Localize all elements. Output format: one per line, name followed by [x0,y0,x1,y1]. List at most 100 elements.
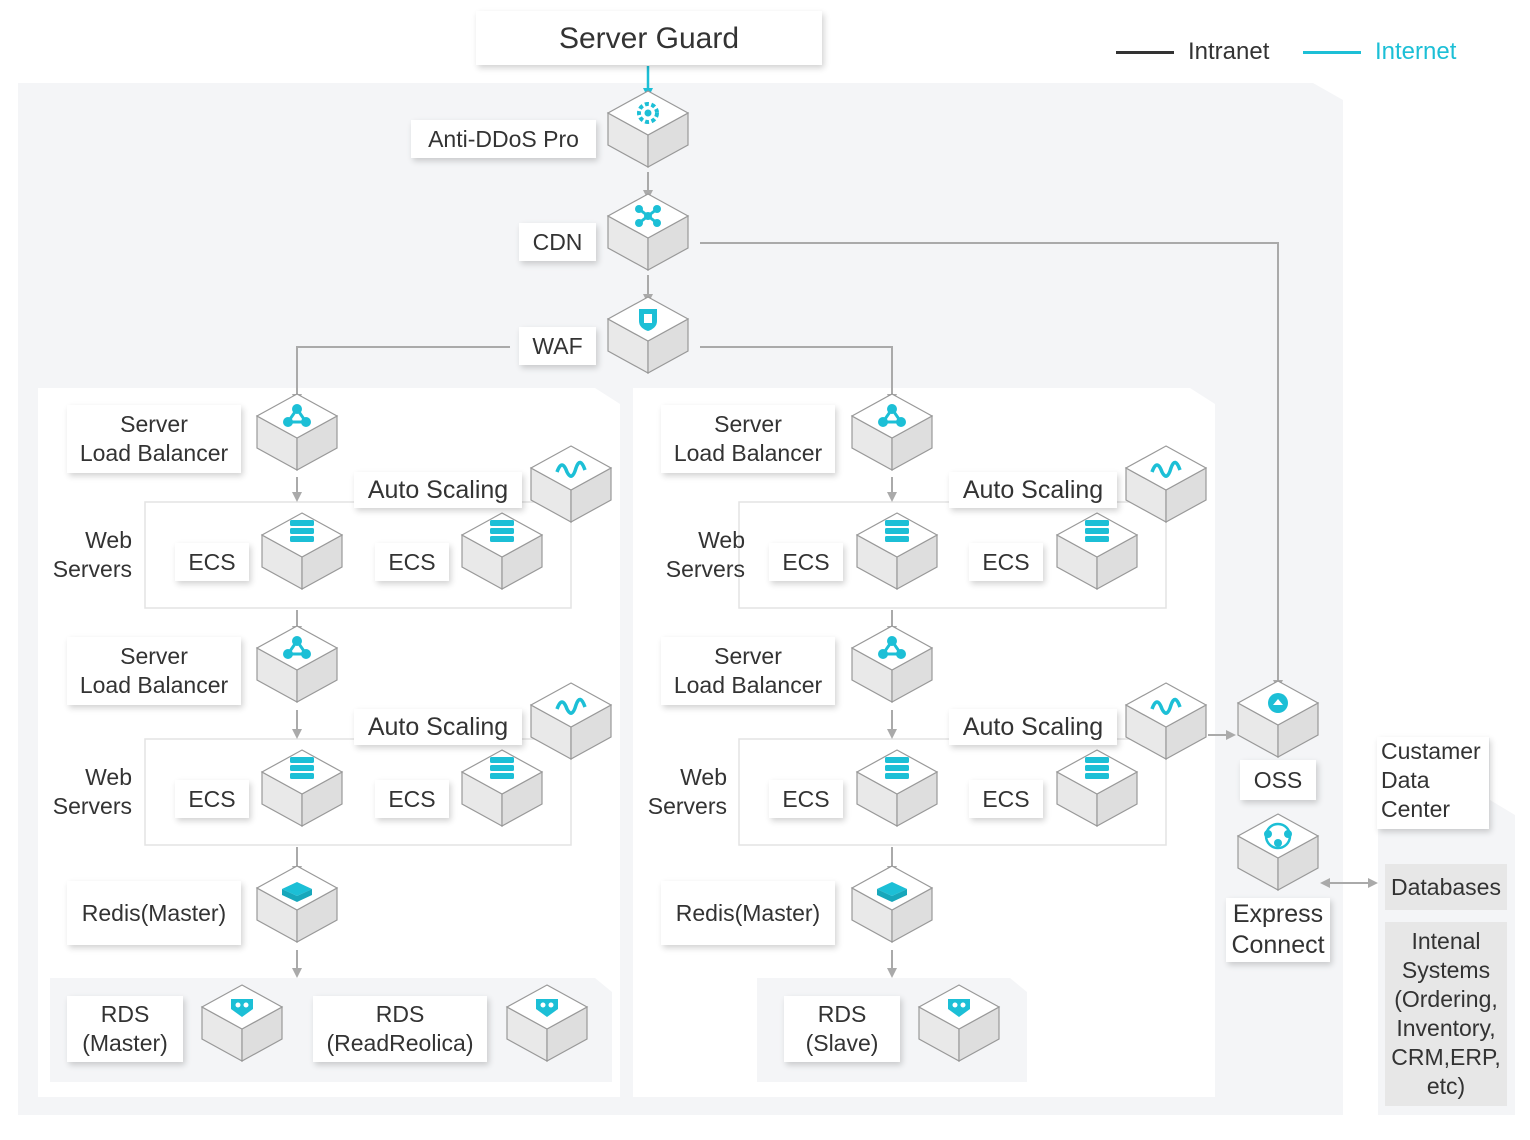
slb-text-1: Server [714,411,782,437]
ecs-icon [260,512,344,591]
legend-line-intranet [1116,50,1174,54]
slb-text-1: Server [120,411,188,437]
ecs-icon [1055,512,1139,591]
ecs-label: ECS [375,780,449,818]
redis-icon [850,865,934,944]
slb-text-2: Load Balancer [79,440,229,466]
waf-icon [606,296,690,375]
slb-icon [255,625,339,704]
rds-icon [200,984,284,1063]
ecs-label: ECS [375,543,449,581]
ecs-icon [260,749,344,828]
legend-intranet: Intranet [1116,38,1269,66]
internal-text-4: Inventory, [1396,1015,1496,1041]
oss-label: OSS [1240,760,1316,800]
ecs-text: ECS [188,548,236,575]
ecs-text: ECS [782,785,830,812]
rds-icon [917,984,1001,1063]
rds-master-text-1: RDS [100,1001,150,1027]
gear-icon [606,90,690,169]
redis-text: Redis(Master) [81,899,227,926]
rds-slave-text-1: RDS [817,1001,867,1027]
connectors [292,66,1378,978]
waf-label: WAF [519,327,596,365]
intranet-link [292,346,510,404]
server-guard-title-text: Server Guard [558,21,740,55]
slb-label: Server Load Balancer [67,637,241,705]
ecs-icon [460,512,544,591]
data-center-title-3: Center [1381,796,1451,822]
slb-label: Server Load Balancer [67,405,241,473]
ecs-text: ECS [982,548,1030,575]
anti-ddos-text: Anti-DDoS Pro [428,125,579,152]
ecs-icon [855,749,939,828]
data-center-title-2: Data [1381,767,1430,793]
redis-icon [255,865,339,944]
ecs-icon [460,749,544,828]
web-text-2: Servers [647,793,727,819]
web-text-2: Servers [52,556,132,582]
slb-icon [850,393,934,472]
web-servers-label: Web Servers [40,526,132,584]
rds-slave-text-2: (Slave) [805,1030,879,1056]
web-text-1: Web [85,527,132,553]
data-center-title-1: Custamer [1381,738,1481,764]
auto-scaling-text: Auto Scaling [367,712,509,741]
scale-icon [1124,445,1208,524]
web-servers-label: Web Servers [632,763,727,821]
legend-label-internet: Internet [1375,38,1457,65]
ecs-label: ECS [969,780,1043,818]
server-guard-title: Server Guard [476,11,822,65]
legend-internet: Internet [1303,38,1456,66]
legend-label-intranet: Intranet [1188,38,1270,65]
express-connect-text-1: Express [1232,900,1324,928]
express-icon [1236,813,1320,892]
internal-text-6: etc) [1426,1073,1466,1099]
ecs-text: ECS [188,785,236,812]
ecs-text: ECS [982,785,1030,812]
auto-scaling-label: Auto Scaling [949,472,1117,508]
ecs-icon [1055,749,1139,828]
data-center-title: Custamer Data Center [1377,737,1489,829]
scale-icon [529,682,613,761]
intranet-link [700,346,897,404]
web-text-1: Web [680,764,727,790]
internal-text-3: (Ordering, [1394,986,1498,1012]
slb-text-2: Load Balancer [673,440,823,466]
rds-replica-label: RDS (ReadReolica) [313,996,487,1062]
internal-text-2: Systems [1401,957,1491,983]
cdn-icon [606,193,690,272]
ecs-text: ECS [782,548,830,575]
ecs-label: ECS [969,543,1043,581]
internal-systems-item: Intenal Systems (Ordering, Inventory, CR… [1385,922,1507,1106]
rds-master-label: RDS (Master) [67,996,183,1062]
ecs-text: ECS [388,785,436,812]
slb-text-1: Server [714,643,782,669]
internal-text-5: CRM,ERP, [1391,1044,1501,1070]
cdn-label: CDN [519,223,596,261]
legend-line-internet [1303,50,1361,54]
express-connect-label: Express Connect [1226,898,1330,962]
ecs-text: ECS [388,548,436,575]
auto-scaling-label: Auto Scaling [949,709,1117,745]
slb-text-2: Load Balancer [673,672,823,698]
intranet-link [700,242,1283,690]
slb-icon [255,393,339,472]
auto-scaling-label: Auto Scaling [354,472,522,508]
oss-icon [1236,680,1320,759]
web-servers-label: Web Servers [40,763,132,821]
cdn-text: CDN [532,228,583,255]
slb-text-2: Load Balancer [79,672,229,698]
web-text-2: Servers [665,556,745,582]
scale-icon [1124,682,1208,761]
databases-text: Databases [1391,873,1501,900]
redis-label: Redis(Master) [661,881,835,945]
databases-item: Databases [1385,864,1507,910]
rds-icon [505,984,589,1063]
anti-ddos-label: Anti-DDoS Pro [411,120,596,158]
ecs-icon [855,512,939,591]
ecs-label: ECS [769,543,843,581]
rds-master-text-2: (Master) [82,1030,168,1056]
redis-text: Redis(Master) [675,899,821,926]
slb-label: Server Load Balancer [661,405,835,473]
